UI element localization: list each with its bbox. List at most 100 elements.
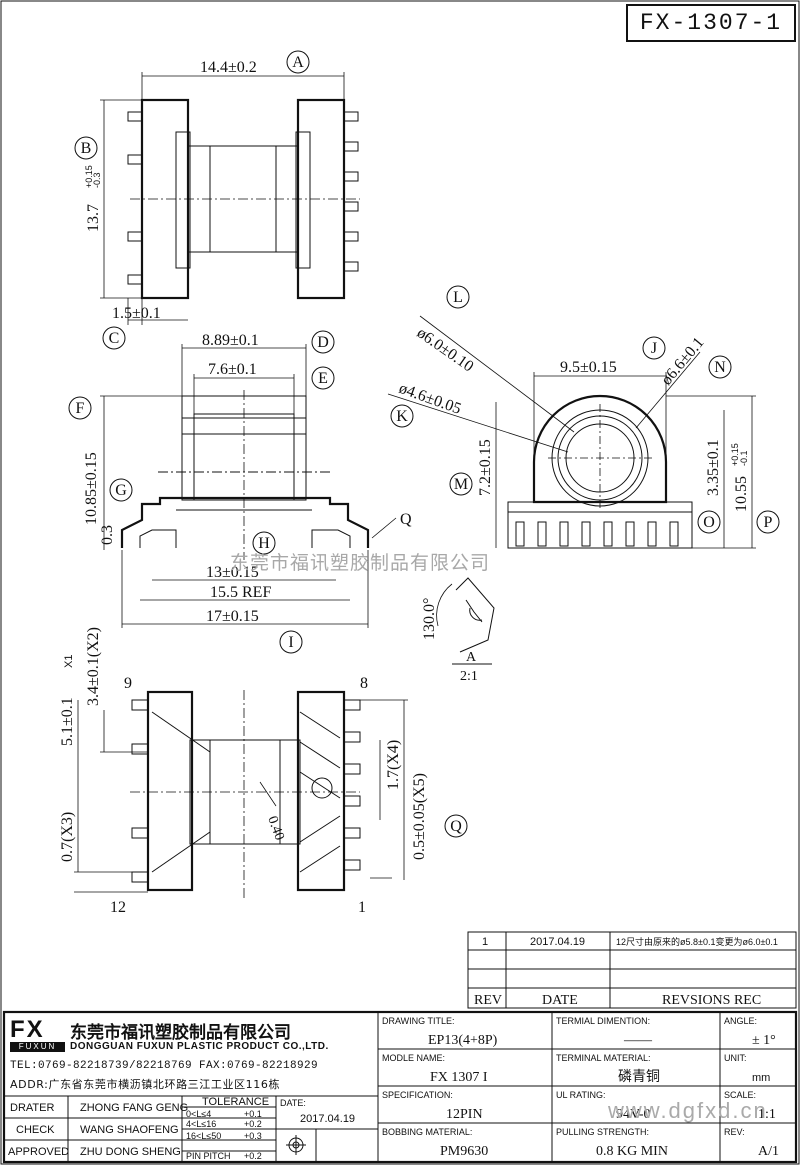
pin-1: 1 <box>358 899 366 916</box>
scale-value: 1:1 <box>758 1107 776 1122</box>
watermark-company: 东莞市福讯塑胶制品有限公司 <box>230 552 491 574</box>
balloon-a: A <box>292 54 304 71</box>
pin-12: 12 <box>110 899 126 916</box>
tol-range-2: 4<L≤16 <box>186 1119 216 1129</box>
balloon-circle-j <box>642 336 666 360</box>
logo-fuxun: FUXUN <box>10 1042 65 1052</box>
angle-value: ± 1° <box>752 1033 776 1048</box>
balloon-k: K <box>396 408 408 425</box>
pulling-strength-value: 0.8 KG MIN <box>596 1144 668 1159</box>
drater-value: ZHONG FANG GENG <box>80 1102 188 1114</box>
detail-scale: 2:1 <box>460 669 478 684</box>
unit-label: UNIT: <box>724 1053 747 1063</box>
dim-x1-tag: X1 <box>63 655 75 668</box>
drawing-title-value: EP13(4+8P) <box>428 1033 498 1048</box>
balloon-circle-o <box>697 510 721 534</box>
detail-angle-text: 130.0° <box>421 598 438 640</box>
terminal-material-label: TERMINAL MATERIAL: <box>556 1053 651 1063</box>
balloon-circle-h <box>252 531 276 555</box>
balloon-m: M <box>454 476 468 493</box>
balloon-circle-i <box>279 630 303 654</box>
drater-label: DRATER <box>10 1102 54 1114</box>
dim-b-text: 13.7 <box>85 204 102 232</box>
rev-header-rev: REV <box>474 993 502 1008</box>
dim-l-text: ø6.0±0.10 <box>414 324 477 375</box>
dim-pin-text: 0.40 <box>264 814 286 842</box>
detail-a <box>436 577 495 665</box>
balloon-h: H <box>258 535 270 552</box>
dim-p-text: 10.55 <box>733 476 750 512</box>
balloon-circle-d <box>311 330 335 354</box>
company-name-cn: 东莞市福讯塑胶制品有限公司 <box>70 1023 291 1043</box>
company-logo: FX FUXUN <box>10 1018 65 1052</box>
dim-b-tol-lower: -0.3 <box>92 172 102 188</box>
specification-value: 12PIN <box>446 1107 483 1122</box>
dim-x4-text: 1.7(X4) <box>385 740 402 790</box>
bobbin-material-value: PM9630 <box>440 1144 488 1159</box>
tol-value-2: +0.2 <box>244 1119 262 1129</box>
tol-value-4: +0.2 <box>244 1151 262 1161</box>
balloon-circle-a <box>286 50 310 74</box>
balloon-circle-g <box>109 478 133 502</box>
dim-f-text: 10.85±0.15 <box>83 452 100 525</box>
dim-j-text: 9.5±0.15 <box>560 359 617 376</box>
dim-m-text: 7.2±0.15 <box>477 439 494 496</box>
company-tel-fax: TEL:0769-82218739/82218769 FAX:0769-8221… <box>10 1060 319 1072</box>
dim-x1-text: 5.1±0.1 <box>59 697 76 746</box>
terminal-dimention-label: TERMIAL DIMENTION: <box>556 1016 650 1026</box>
label-q-front: Q <box>400 511 412 528</box>
tol-value-3: +0.3 <box>244 1131 262 1141</box>
terminal-dimention-value: —— <box>623 1033 653 1048</box>
dim-b-tol-upper: +0.15 <box>84 165 94 188</box>
balloon-n: N <box>714 359 726 376</box>
company-name-en: DONGGUAN FUXUN PLASTIC PRODUCT CO.,LTD. <box>70 1041 329 1052</box>
angle-label: ANGLE: <box>724 1016 757 1026</box>
dim-i-text: 17±0.15 <box>206 608 259 625</box>
balloon-circle-p <box>756 510 780 534</box>
balloon-circle-l <box>446 285 470 309</box>
rev-label: REV: <box>724 1127 745 1137</box>
balloon-circle-n <box>708 355 732 379</box>
dim-x5-text: 0.5±0.05(X5) <box>411 773 428 860</box>
dim-h-text: 13±0.15 <box>206 564 259 581</box>
balloon-circle-f <box>68 396 92 420</box>
balloon-circle-b <box>74 136 98 160</box>
model-name-value: FX 1307 I <box>430 1070 488 1085</box>
approved-value: ZHU DONG SHENG <box>80 1146 181 1158</box>
balloon-q: Q <box>450 818 462 835</box>
balloon-b: B <box>81 140 92 157</box>
balloon-i: I <box>288 634 293 651</box>
specification-label: SPECIFICATION: <box>382 1090 453 1100</box>
watermark-url: www.dgfxd.cn <box>608 1098 768 1123</box>
logo-fx: FX <box>10 1016 45 1043</box>
terminal-material-value: 磷青铜 <box>618 1069 660 1085</box>
ul-rating-label: UL RATING: <box>556 1090 606 1100</box>
ul-rating-value: 94V-0 <box>616 1107 651 1122</box>
date-value: 2017.04.19 <box>300 1113 355 1125</box>
dim-a-text: 14.4±0.2 <box>200 59 257 76</box>
balloon-p: P <box>764 514 773 531</box>
tolerance-label: TOLERANCE <box>202 1096 269 1108</box>
dim-x3-text: 0.7(X3) <box>59 812 76 862</box>
date-label: DATE: <box>280 1098 306 1108</box>
detail-label: A <box>466 650 477 665</box>
approved-label: APPROVED <box>8 1146 69 1158</box>
title-block-grid <box>2 1010 798 1164</box>
rev-row1-rec: 12尺寸由原来的ø5.8±0.1变更为ø6.0±0.1 <box>616 936 778 947</box>
company-address: ADDR:广东省东莞市横沥镇北环路三江工业区116栋 <box>10 1078 281 1091</box>
check-value: WANG SHAOFENG <box>80 1124 179 1136</box>
balloon-circle-k <box>390 404 414 428</box>
balloon-circle-m <box>449 472 473 496</box>
tol-value-1: +0.1 <box>244 1109 262 1119</box>
dim-p-tol-lower: -0.1 <box>739 450 749 466</box>
balloon-e: E <box>318 370 328 387</box>
rev-header-rec: REVSIONS REC <box>662 993 761 1008</box>
dim-n-text: ø6.6±0.1 <box>658 334 708 388</box>
bobbin-material-label: BOBBING MATERIAL: <box>382 1127 472 1137</box>
dim-c-text: 1.5±0.1 <box>112 305 161 322</box>
balloon-l: L <box>453 289 463 306</box>
dim-d-text: 8.89±0.1 <box>202 332 259 349</box>
